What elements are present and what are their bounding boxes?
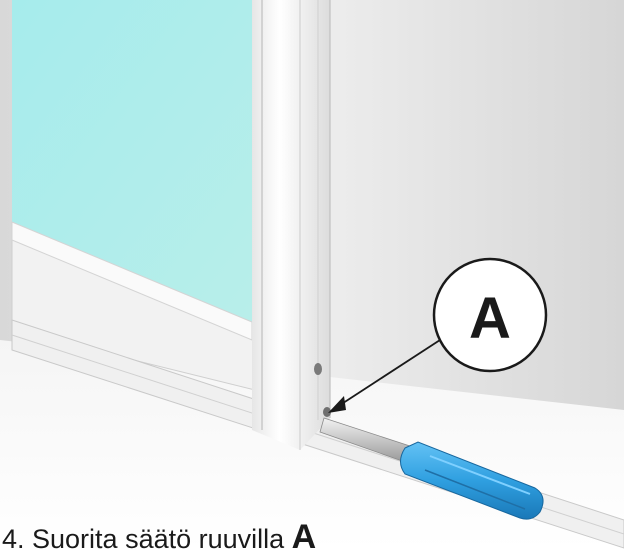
caption-reference: A: [292, 518, 317, 556]
profile-screw-hole: [314, 363, 322, 375]
callout-letter: A: [469, 286, 511, 351]
step-caption: 4. Suorita säätö ruuvilla A: [2, 520, 316, 554]
callout-a: A: [434, 259, 546, 371]
